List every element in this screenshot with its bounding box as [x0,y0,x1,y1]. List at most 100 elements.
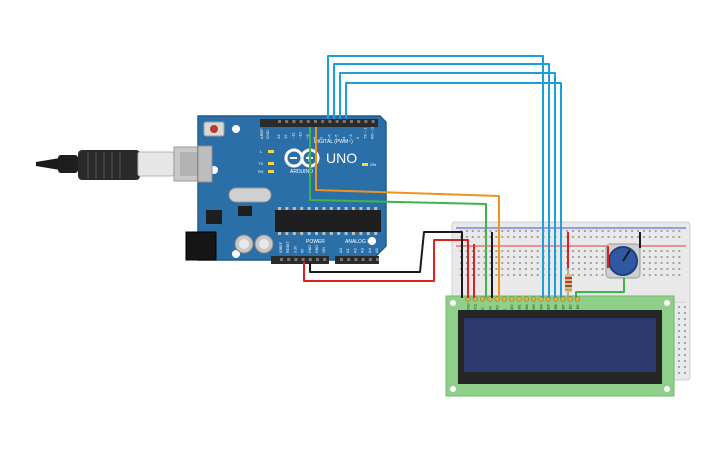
breadboard-hole[interactable] [595,268,598,270]
breadboard-hole[interactable] [654,274,657,276]
digital-pin[interactable] [350,120,353,123]
breadboard-hole[interactable] [678,250,681,252]
analog-pin[interactable] [368,258,372,261]
breadboard-hole[interactable] [678,262,681,264]
breadboard-hole[interactable] [465,256,468,258]
breadboard-hole[interactable] [483,256,486,258]
digital-pin[interactable] [285,120,289,123]
analog-pin[interactable] [347,258,351,261]
breadboard-hole[interactable] [678,268,681,270]
breadboard-hole[interactable] [471,230,474,232]
breadboard-hole[interactable] [583,230,586,232]
breadboard-hole[interactable] [471,268,474,270]
breadboard-hole[interactable] [530,262,533,264]
breadboard-hole[interactable] [536,236,539,238]
breadboard-hole[interactable] [578,230,580,232]
breadboard-hole[interactable] [583,268,586,270]
potentiometer[interactable] [605,243,641,279]
breadboard-hole[interactable] [601,230,604,232]
breadboard-hole[interactable] [678,354,680,356]
breadboard-hole[interactable] [672,268,675,270]
breadboard-hole[interactable] [477,256,480,258]
breadboard-hole[interactable] [507,250,510,252]
breadboard-hole[interactable] [619,230,622,232]
breadboard-hole[interactable] [666,230,669,232]
breadboard-hole[interactable] [648,256,651,258]
lcd-pin[interactable] [530,296,537,302]
lcd-pin[interactable] [479,296,486,302]
arduino-uno-board[interactable]: UNO ARDUINO L TX RX ON DIGITAL (PWM~) AR… [185,115,387,264]
breadboard-hole[interactable] [483,230,486,232]
breadboard-hole[interactable] [666,236,669,238]
breadboard-hole[interactable] [572,250,575,252]
breadboard-hole[interactable] [678,230,681,232]
breadboard-hole[interactable] [678,342,680,344]
power-pin[interactable] [323,258,327,261]
digital-pin[interactable] [364,120,368,123]
breadboard-hole[interactable] [483,262,486,264]
breadboard-hole[interactable] [654,262,657,264]
breadboard-hole[interactable] [465,230,468,232]
power-pin[interactable] [308,258,312,261]
breadboard-hole[interactable] [672,230,675,232]
breadboard-hole[interactable] [465,262,468,264]
breadboard-hole[interactable] [648,262,651,264]
breadboard-hole[interactable] [613,230,616,232]
breadboard-hole[interactable] [601,256,604,258]
breadboard-hole[interactable] [678,348,680,350]
breadboard-hole[interactable] [654,230,657,232]
breadboard-hole[interactable] [578,268,580,270]
digital-pin[interactable] [342,120,346,123]
breadboard-hole[interactable] [495,262,498,264]
breadboard-hole[interactable] [536,274,539,276]
breadboard-hole[interactable] [513,268,516,270]
breadboard-hole[interactable] [684,324,686,326]
breadboard-hole[interactable] [501,262,504,264]
breadboard-hole[interactable] [513,250,516,252]
breadboard-hole[interactable] [607,236,610,238]
digital-pin[interactable] [321,120,325,123]
breadboard-hole[interactable] [642,274,645,276]
breadboard-hole[interactable] [654,236,657,238]
breadboard-hole[interactable] [519,236,521,238]
breadboard-hole[interactable] [654,256,657,258]
breadboard-hole[interactable] [648,274,651,276]
breadboard-hole[interactable] [524,262,527,264]
breadboard-hole[interactable] [595,230,598,232]
breadboard-hole[interactable] [507,256,510,258]
breadboard-hole[interactable] [684,366,686,368]
breadboard-hole[interactable] [572,262,575,264]
digital-pin[interactable] [328,120,332,123]
digital-pin[interactable] [371,120,375,123]
breadboard-hole[interactable] [536,256,539,258]
breadboard-hole[interactable] [483,268,486,270]
breadboard-hole[interactable] [465,250,468,252]
breadboard-hole[interactable] [589,274,592,276]
breadboard-hole[interactable] [654,250,657,252]
breadboard-hole[interactable] [489,256,492,258]
breadboard-hole[interactable] [666,268,669,270]
breadboard-hole[interactable] [501,274,504,276]
breadboard-hole[interactable] [648,236,651,238]
digital-pin[interactable] [314,120,317,123]
breadboard-hole[interactable] [519,274,521,276]
breadboard-hole[interactable] [595,250,598,252]
breadboard-hole[interactable] [601,250,604,252]
breadboard-hole[interactable] [660,262,663,264]
breadboard-hole[interactable] [477,230,480,232]
breadboard-hole[interactable] [530,256,533,258]
breadboard-hole[interactable] [678,360,680,362]
breadboard-hole[interactable] [495,250,498,252]
breadboard-hole[interactable] [578,274,580,276]
digital-pin[interactable] [278,120,281,123]
breadboard-hole[interactable] [684,336,686,338]
breadboard-hole[interactable] [495,274,498,276]
breadboard-hole[interactable] [642,236,645,238]
breadboard-hole[interactable] [684,342,686,344]
breadboard-hole[interactable] [595,256,598,258]
breadboard-hole[interactable] [519,250,521,252]
lcd-pin[interactable] [501,296,508,302]
breadboard-hole[interactable] [465,274,468,276]
breadboard-hole[interactable] [489,262,492,264]
breadboard-hole[interactable] [489,236,492,238]
